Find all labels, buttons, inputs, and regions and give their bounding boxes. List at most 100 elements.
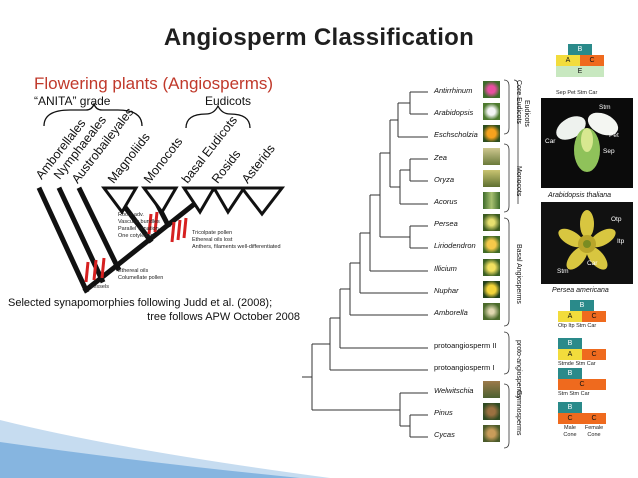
organ-label: Itp [568, 323, 575, 329]
persea-flower-photo: Otp Itp Car Stm [541, 202, 633, 284]
species-caption: Arabidopsis thaliana [548, 192, 612, 199]
organ-labels: Otp Itp Stm Car [558, 323, 596, 329]
taxon-label: protoangiosperm I [434, 363, 495, 372]
arabidopsis-flower-illustration [556, 112, 619, 172]
organ-label: Car [580, 391, 590, 397]
cycas-thumbnail [482, 424, 501, 443]
c-class-box: C [582, 311, 606, 322]
taxon-label: Oryza [434, 175, 455, 184]
amborella-thumbnail [482, 302, 501, 321]
organ-label: Car [586, 361, 596, 367]
c-class-box: C [582, 413, 606, 424]
arabidopsis-thumbnail [482, 102, 501, 121]
organ-label: Stm [576, 323, 586, 329]
angiosperm-synapomorphies: Ethereal oils Columellate pollen [118, 268, 163, 282]
taxon-label: Welwitschia [434, 386, 474, 395]
label-monocots: Monocots [515, 166, 522, 197]
a-class-box: A [558, 311, 582, 322]
species-caption: Persea americana [552, 287, 609, 294]
taxon-label: Pinus [434, 408, 453, 417]
c-class-box: C [582, 349, 606, 360]
organ-labels: Stmde Stm Car [558, 361, 596, 367]
synapomorphy-text: One cotyledon [118, 233, 154, 239]
organ-label: Car [588, 90, 598, 96]
b-class-box: B [570, 300, 594, 311]
flower-part-label: Stm [599, 104, 611, 111]
abc-model-protoangiosperm-2: B A C [558, 338, 606, 360]
synapomorphy-text: Ethereal oils lost [192, 237, 233, 243]
eudicots-grade-label: Eudicots [205, 94, 252, 108]
decorative-wave [0, 420, 330, 478]
persea-thumbnail [482, 213, 501, 232]
c-class-box: C [558, 413, 582, 424]
organ-label: Sep [556, 90, 566, 96]
organ-label: Car [587, 323, 597, 329]
oryza-thumbnail [482, 169, 501, 188]
eudicot-synapomorphies: Tricolpate pollen Ethereal oils lost Ant… [192, 230, 281, 251]
right-cladogram [302, 91, 428, 438]
flower-part-label: Sep [603, 148, 615, 155]
b-class-box: B [558, 368, 582, 379]
taxon-label: Persea [434, 219, 458, 228]
a-class-box: A [556, 55, 580, 66]
flower-part-label: Car [587, 260, 598, 267]
organ-label: Stm [575, 361, 586, 367]
organ-labels: Sep Pet Stm Car [556, 90, 597, 96]
label-eudicots: Eudicots [523, 100, 530, 127]
organ-label: Male Cone [563, 425, 577, 438]
flower-part-label: Stm [557, 268, 569, 275]
flower-part-label: Car [545, 138, 556, 145]
b-class-box: B [568, 44, 592, 55]
caption-line-1: Selected synapomorphies following Judd e… [8, 297, 273, 309]
persea-flower-illustration [558, 210, 616, 270]
antirrhinum-thumbnail [482, 80, 501, 99]
liriodendron-thumbnail [482, 235, 501, 254]
organ-label: Female Cone [584, 425, 604, 438]
taxon-label: Amborella [434, 308, 468, 317]
synapomorphy-text: Parallel venation [118, 226, 159, 232]
label-gymnosperms: Gymnosperms [515, 390, 522, 436]
synapomorphy-text: Anthers, filaments well-differentiated [192, 244, 281, 250]
organ-label: Stm [569, 391, 580, 397]
welwitschia-thumbnail [482, 380, 501, 399]
taxon-label: Arabidopsis [434, 108, 474, 117]
abc-model-arabidopsis: B A C E [556, 44, 604, 77]
abc-model-persea: B A C [558, 300, 606, 322]
taxon-label: Illicium [434, 264, 457, 273]
e-class-box: E [556, 66, 604, 77]
monocot-synapomorphies: Roots adv. Vascular bundles Parallel ven… [118, 212, 160, 240]
tree-title: Flowering plants (Angiosperms) [34, 74, 274, 93]
c-class-box: C [558, 379, 606, 390]
taxon-label: protoangiosperm II [434, 341, 497, 350]
organ-labels: Stm Stm Car [558, 391, 590, 397]
flower-part-label: Itp [617, 238, 625, 245]
zea-thumbnail [482, 147, 501, 166]
abc-model-protoangiosperm-1: B C [558, 368, 606, 390]
pinus-thumbnail [482, 402, 501, 421]
organ-label: Stmde [558, 361, 574, 367]
synapomorphy-text: Columellate pollen [118, 275, 164, 281]
flower-part-label: Otp [611, 216, 622, 223]
taxon-label: Zea [434, 153, 447, 162]
acorus-thumbnail [482, 191, 501, 210]
synapomorphy-text: Tricolpate pollen [192, 230, 233, 236]
organ-label: Pet [567, 90, 576, 96]
taxon-label: Liriodendron [434, 241, 476, 250]
taxon-label: Acorus [434, 197, 458, 206]
organ-label: Otp [558, 323, 567, 329]
flower-part-label: Pet [609, 132, 619, 139]
synapomorphy-text: Roots adv. [118, 212, 144, 218]
organ-label: Stm [577, 90, 587, 96]
arabidopsis-flower-photo: Stm Pet Sep Car [541, 98, 633, 188]
anita-grade-label: “ANITA” grade [34, 94, 111, 108]
a-class-box: A [558, 349, 582, 360]
synapomorphy-text: Vascular bundles [118, 219, 160, 225]
caption-line-2: tree follows APW October 2008 [147, 311, 300, 323]
nuphar-thumbnail [482, 280, 501, 299]
taxon-label: Eschscholzia [434, 130, 478, 139]
slide-title: Angiosperm Classification [163, 24, 475, 51]
illicium-thumbnail [482, 258, 501, 277]
taxon-label: Antirrhinum [434, 86, 473, 95]
label-core-eudicots: Core Eudicots [515, 80, 522, 124]
taxon-label: Cycas [434, 430, 455, 439]
